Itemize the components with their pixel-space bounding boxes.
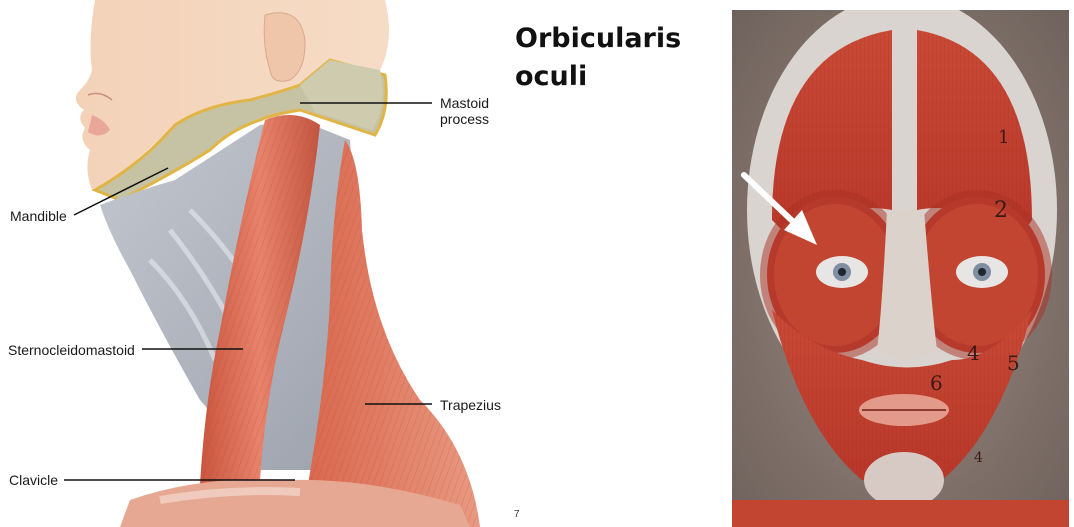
facial-muscle-model-photo: 1 2 4 5 6 4 bbox=[732, 10, 1069, 527]
page-number: 7 bbox=[514, 509, 520, 520]
clavicle-label: Clavicle bbox=[9, 472, 58, 488]
face-model-drawing bbox=[732, 10, 1069, 527]
trapezius-label: Trapezius bbox=[440, 397, 501, 413]
photo-number-2: 2 bbox=[994, 203, 1008, 219]
sternocleidomastoid-label: Sternocleidomastoid bbox=[8, 342, 135, 358]
mastoid-process-label: Mastoid process bbox=[440, 95, 510, 127]
neck-muscle-illustration bbox=[0, 0, 520, 527]
photo-number-4: 4 bbox=[967, 345, 980, 361]
ear bbox=[264, 13, 305, 81]
photo-number-6: 6 bbox=[930, 375, 943, 391]
photo-number-5: 5 bbox=[1007, 355, 1020, 371]
slide-title: Orbicularis oculi bbox=[515, 20, 715, 96]
photo-number-4-lower: 4 bbox=[974, 450, 983, 466]
photo-number-1: 1 bbox=[998, 130, 1009, 146]
mandible-label: Mandible bbox=[10, 208, 67, 224]
